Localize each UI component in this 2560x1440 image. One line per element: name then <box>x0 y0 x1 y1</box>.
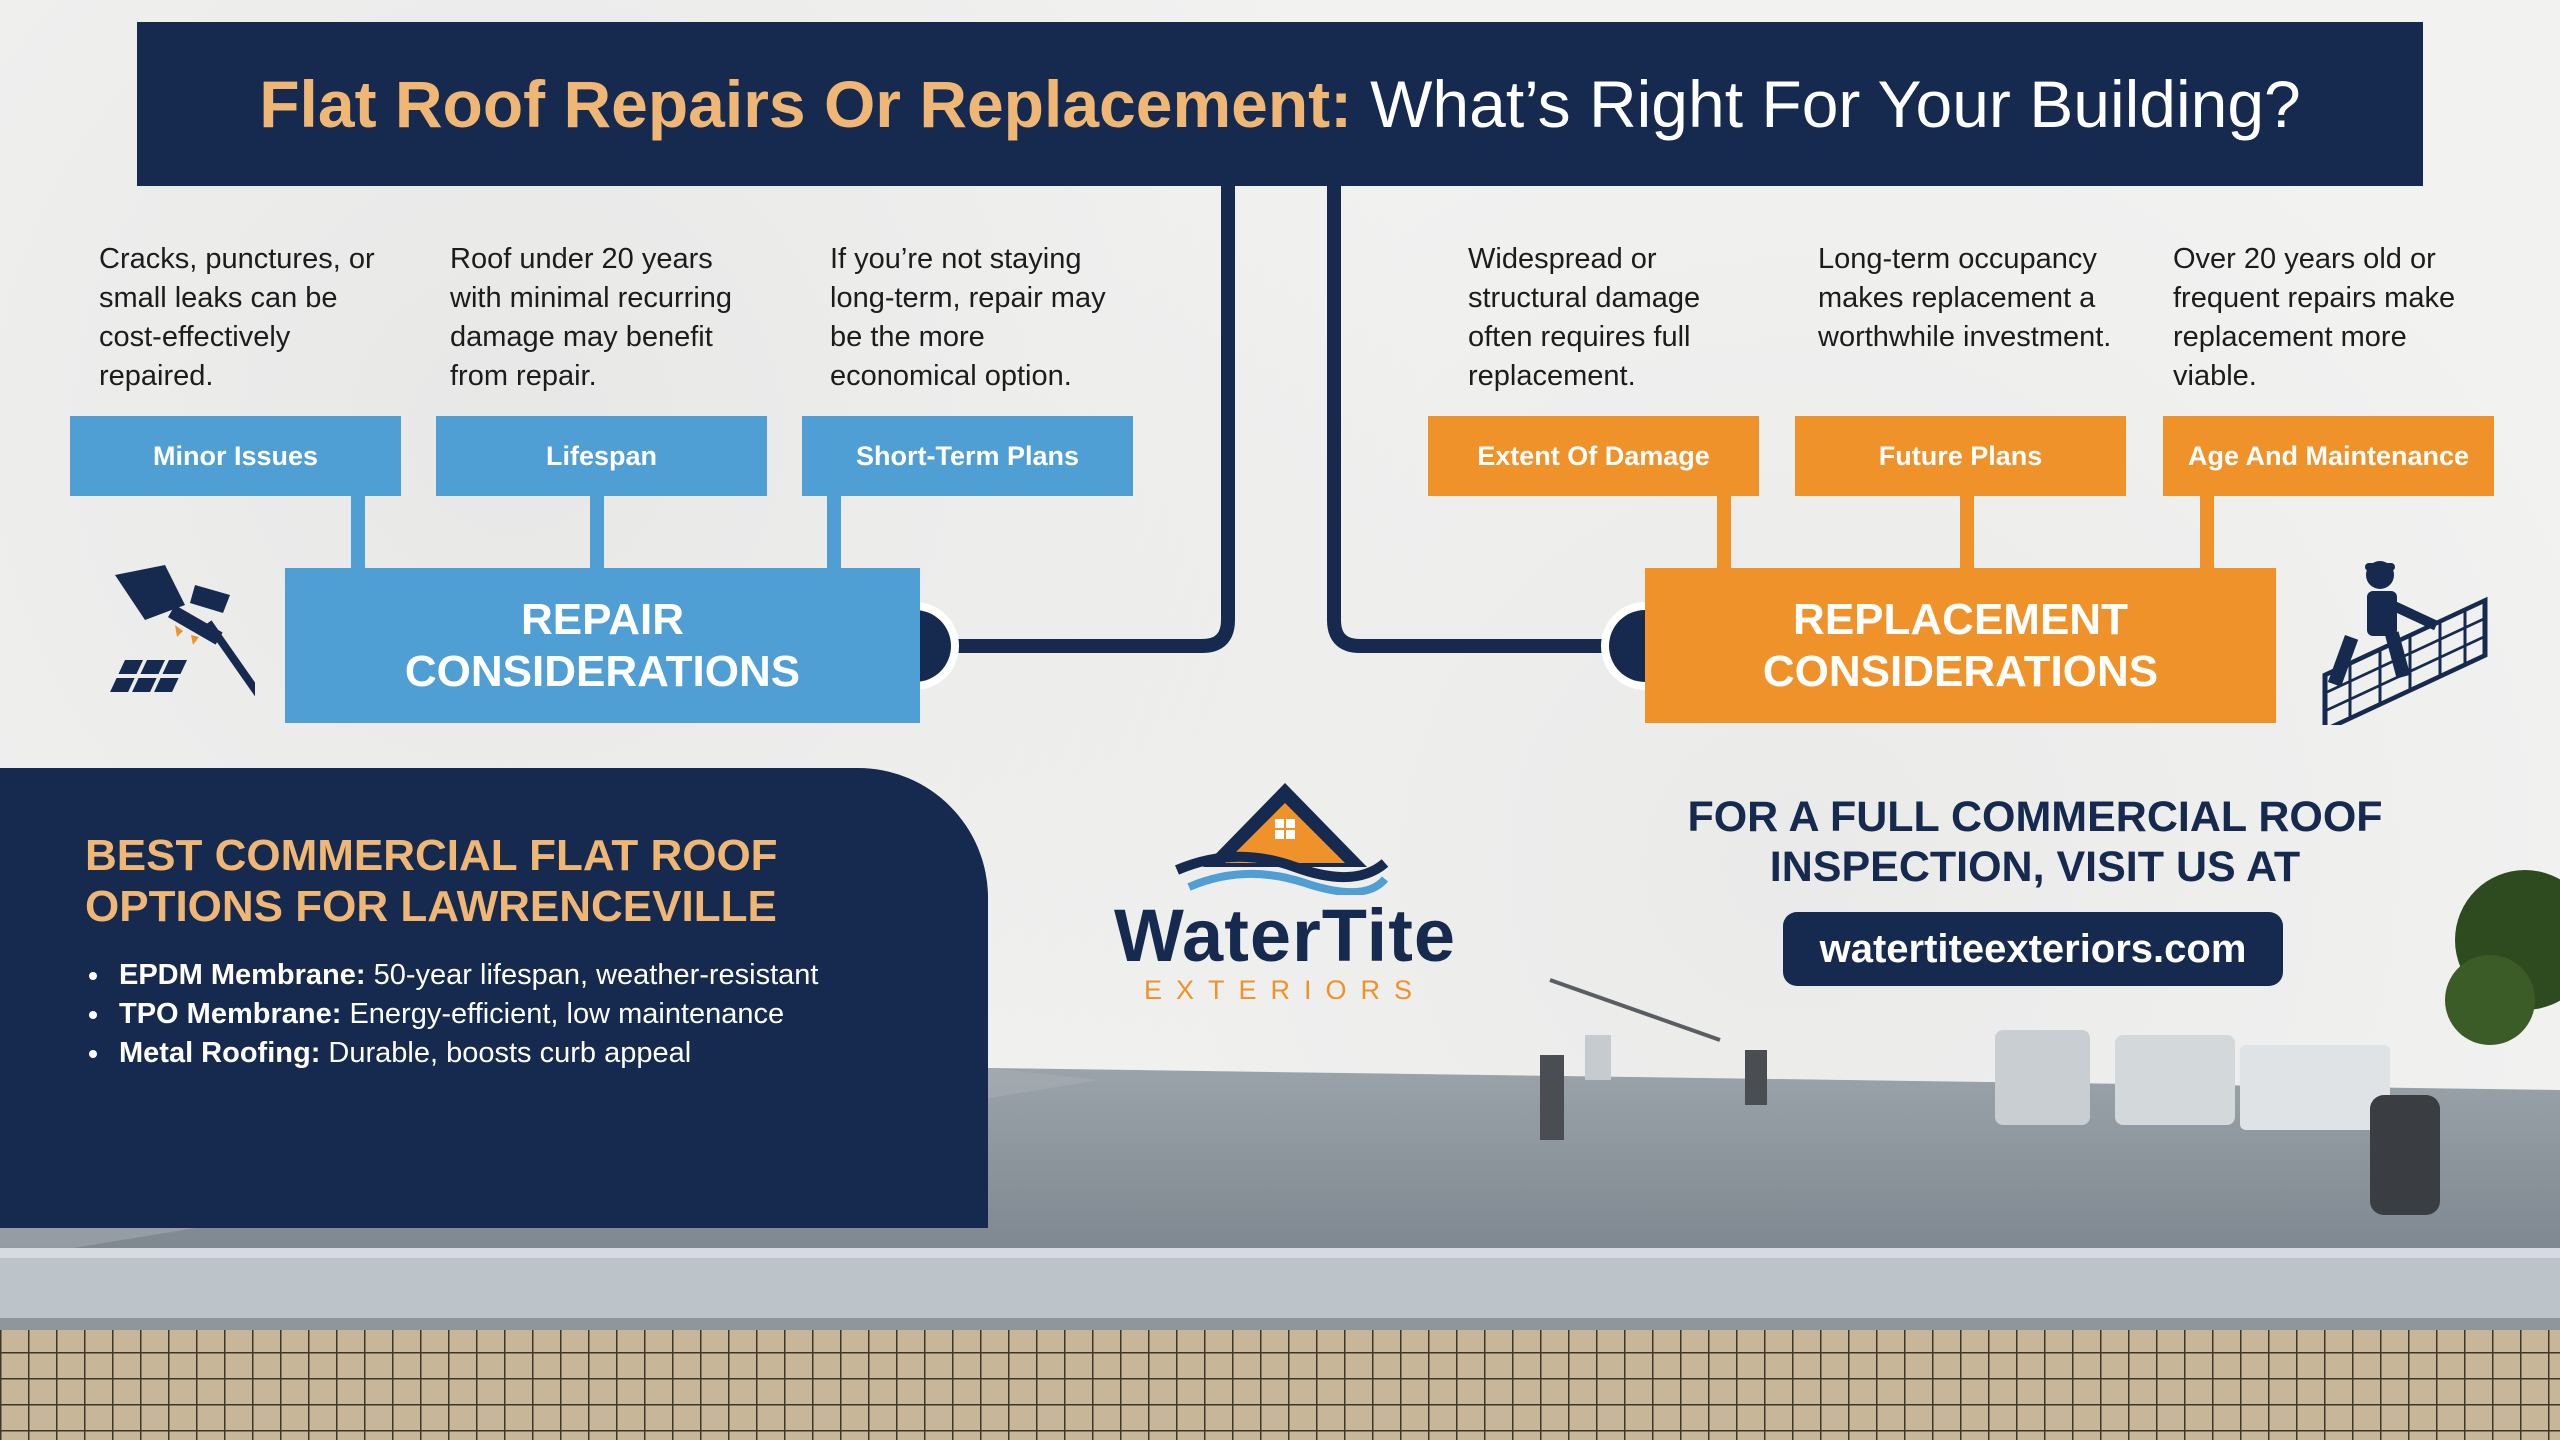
website-link[interactable]: watertiteexteriors.com <box>1783 912 2283 986</box>
option-name: EPDM Membrane: <box>119 959 366 991</box>
option-detail: Durable, boosts curb appeal <box>328 1037 692 1069</box>
option-name: TPO Membrane: <box>119 998 342 1030</box>
replace-desc-age: Over 20 years old or frequent repairs ma… <box>2173 243 2456 392</box>
title-banner: Flat Roof Repairs Or Replacement: What’s… <box>137 22 2423 186</box>
replacement-heading-line2: CONSIDERATIONS <box>1762 646 2159 696</box>
option-detail: 50-year lifespan, weather-resistant <box>373 959 819 991</box>
option-detail: Energy-efficient, low maintenance <box>349 998 785 1030</box>
option-name: Metal Roofing: <box>119 1037 321 1069</box>
logo-name: WaterTite <box>1113 894 1457 977</box>
watertite-logo: WaterTite EXTERIORS <box>1085 775 1485 1015</box>
list-item: Metal Roofing: Durable, boosts curb appe… <box>85 1034 819 1073</box>
repair-tag-minor: Minor Issues <box>70 416 401 496</box>
roof-options-heading-line1: BEST COMMERCIAL FLAT ROOF <box>85 831 778 880</box>
replace-tag-age: Age And Maintenance <box>2163 416 2494 496</box>
roof-options-panel <box>0 768 988 1228</box>
replacement-considerations-box: REPLACEMENT CONSIDERATIONS <box>1645 568 2276 723</box>
roofer-hammer-icon <box>110 565 255 699</box>
replace-tag-damage: Extent Of Damage <box>1428 416 1759 496</box>
replace-desc-future: Long-term occupancy makes replacement a … <box>1818 243 2112 353</box>
title-light: What’s Right For Your Building? <box>1370 67 2301 141</box>
repair-desc-shortterm: If you’re not staying long-term, repair … <box>830 243 1106 392</box>
cta-line1: FOR A FULL COMMERCIAL ROOF <box>1687 793 2383 841</box>
title-bold: Flat Roof Repairs Or Replacement: <box>259 67 1353 141</box>
replace-desc-damage: Widespread or structural damage often re… <box>1468 243 1701 392</box>
cta-line2: INSPECTION, VISIT US AT <box>1769 843 2301 891</box>
repair-tag-shortterm: Short-Term Plans <box>802 416 1133 496</box>
list-item: TPO Membrane: Energy-efficient, low main… <box>85 995 819 1034</box>
roof-options-list: EPDM Membrane: 50-year lifespan, weather… <box>85 956 819 1073</box>
repair-heading-line2: CONSIDERATIONS <box>404 646 801 696</box>
cta-text: FOR A FULL COMMERCIAL ROOF INSPECTION, V… <box>1615 792 2455 892</box>
repair-desc-lifespan: Roof under 20 years with minimal recurri… <box>450 243 733 392</box>
replacement-heading-line1: REPLACEMENT <box>1793 594 2128 644</box>
roof-options-heading-line2: OPTIONS FOR LAWRENCEVILLE <box>85 882 777 931</box>
repair-tag-lifespan: Lifespan <box>436 416 767 496</box>
list-item: EPDM Membrane: 50-year lifespan, weather… <box>85 956 819 995</box>
roof-options-heading: BEST COMMERCIAL FLAT ROOF OPTIONS FOR LA… <box>85 830 965 932</box>
repair-heading-line1: REPAIR <box>521 594 684 644</box>
replace-tag-future: Future Plans <box>1795 416 2126 496</box>
house-waves-icon <box>1175 783 1389 895</box>
roofer-worker-icon <box>2322 561 2488 725</box>
logo-subtitle: EXTERIORS <box>1143 975 1427 1005</box>
repair-considerations-box: REPAIR CONSIDERATIONS <box>285 568 920 723</box>
repair-desc-minor: Cracks, punctures, or small leaks can be… <box>99 243 375 392</box>
